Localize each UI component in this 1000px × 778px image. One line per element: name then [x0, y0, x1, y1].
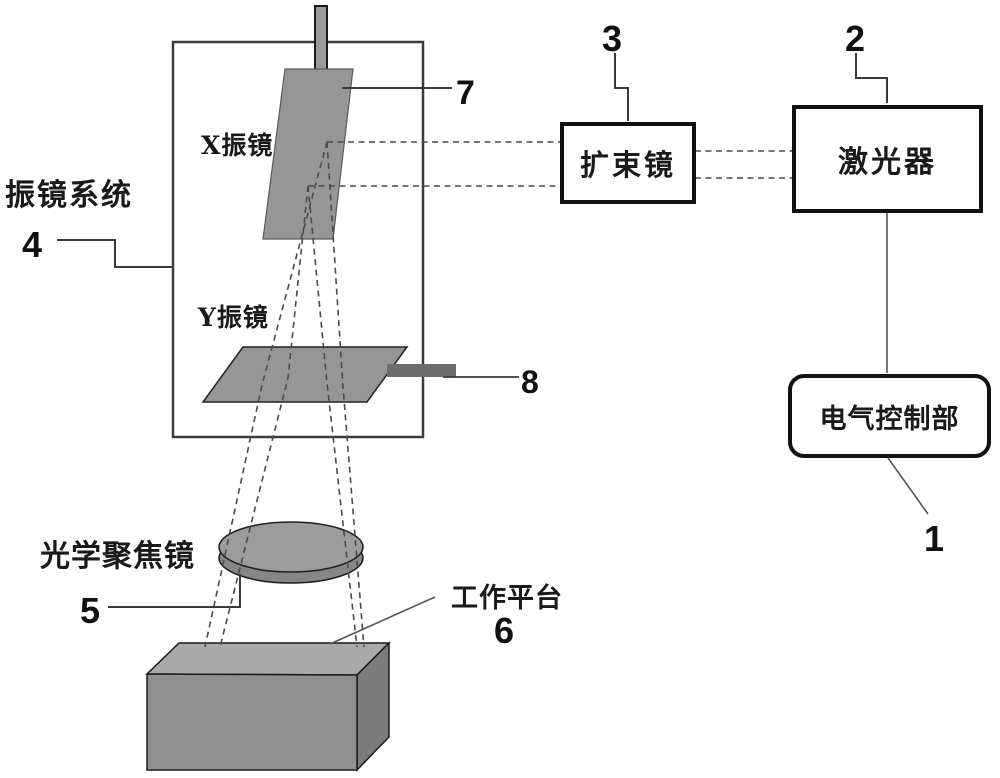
platform-top-face [145, 642, 391, 676]
leader-ref4 [57, 239, 173, 268]
ref-3: 3 [602, 18, 623, 59]
leader-ref1 [887, 457, 929, 515]
galvo-system-enclosure [171, 40, 425, 439]
leader-ref5 [108, 574, 241, 608]
laser-box: 激光器 [792, 105, 983, 213]
leader-ref3 [614, 53, 629, 121]
ref-2: 2 [845, 18, 866, 59]
laser-label: 激光器 [838, 145, 937, 180]
ref-7: 7 [456, 74, 475, 112]
ref-5: 5 [80, 590, 101, 631]
x-mirror-label: X振镜 [201, 131, 274, 160]
beam-expander-label: 扩束镜 [579, 148, 676, 182]
galvo-system-label: 振镜系统 [5, 178, 133, 213]
beam-ray-left-inner [219, 185, 309, 648]
platform-front-face [146, 673, 358, 771]
y-galvo-mirror-shape [201, 346, 409, 403]
y-mirror-label: Y振镜 [198, 303, 269, 332]
y-mirror-shaft [387, 364, 456, 377]
beam-ray-right-inner [307, 185, 358, 648]
leader-ref2 [855, 53, 888, 103]
ref-4: 4 [22, 224, 43, 265]
work-platform-label: 工作平台 [451, 583, 563, 614]
ref-6: 6 [494, 610, 515, 651]
ref-1: 1 [924, 518, 945, 559]
leader-platform-label [329, 596, 436, 645]
ref-8: 8 [521, 364, 539, 400]
control-unit-label: 电气控制部 [819, 403, 960, 435]
focus-lens-top [218, 521, 364, 573]
beam-expander-box: 扩束镜 [560, 122, 696, 204]
x-mirror-shaft [314, 5, 328, 71]
focus-lens-label: 光学聚焦镜 [40, 539, 195, 574]
beam-ray-right-outer [326, 141, 365, 648]
control-unit-box: 电气控制部 [788, 374, 991, 458]
